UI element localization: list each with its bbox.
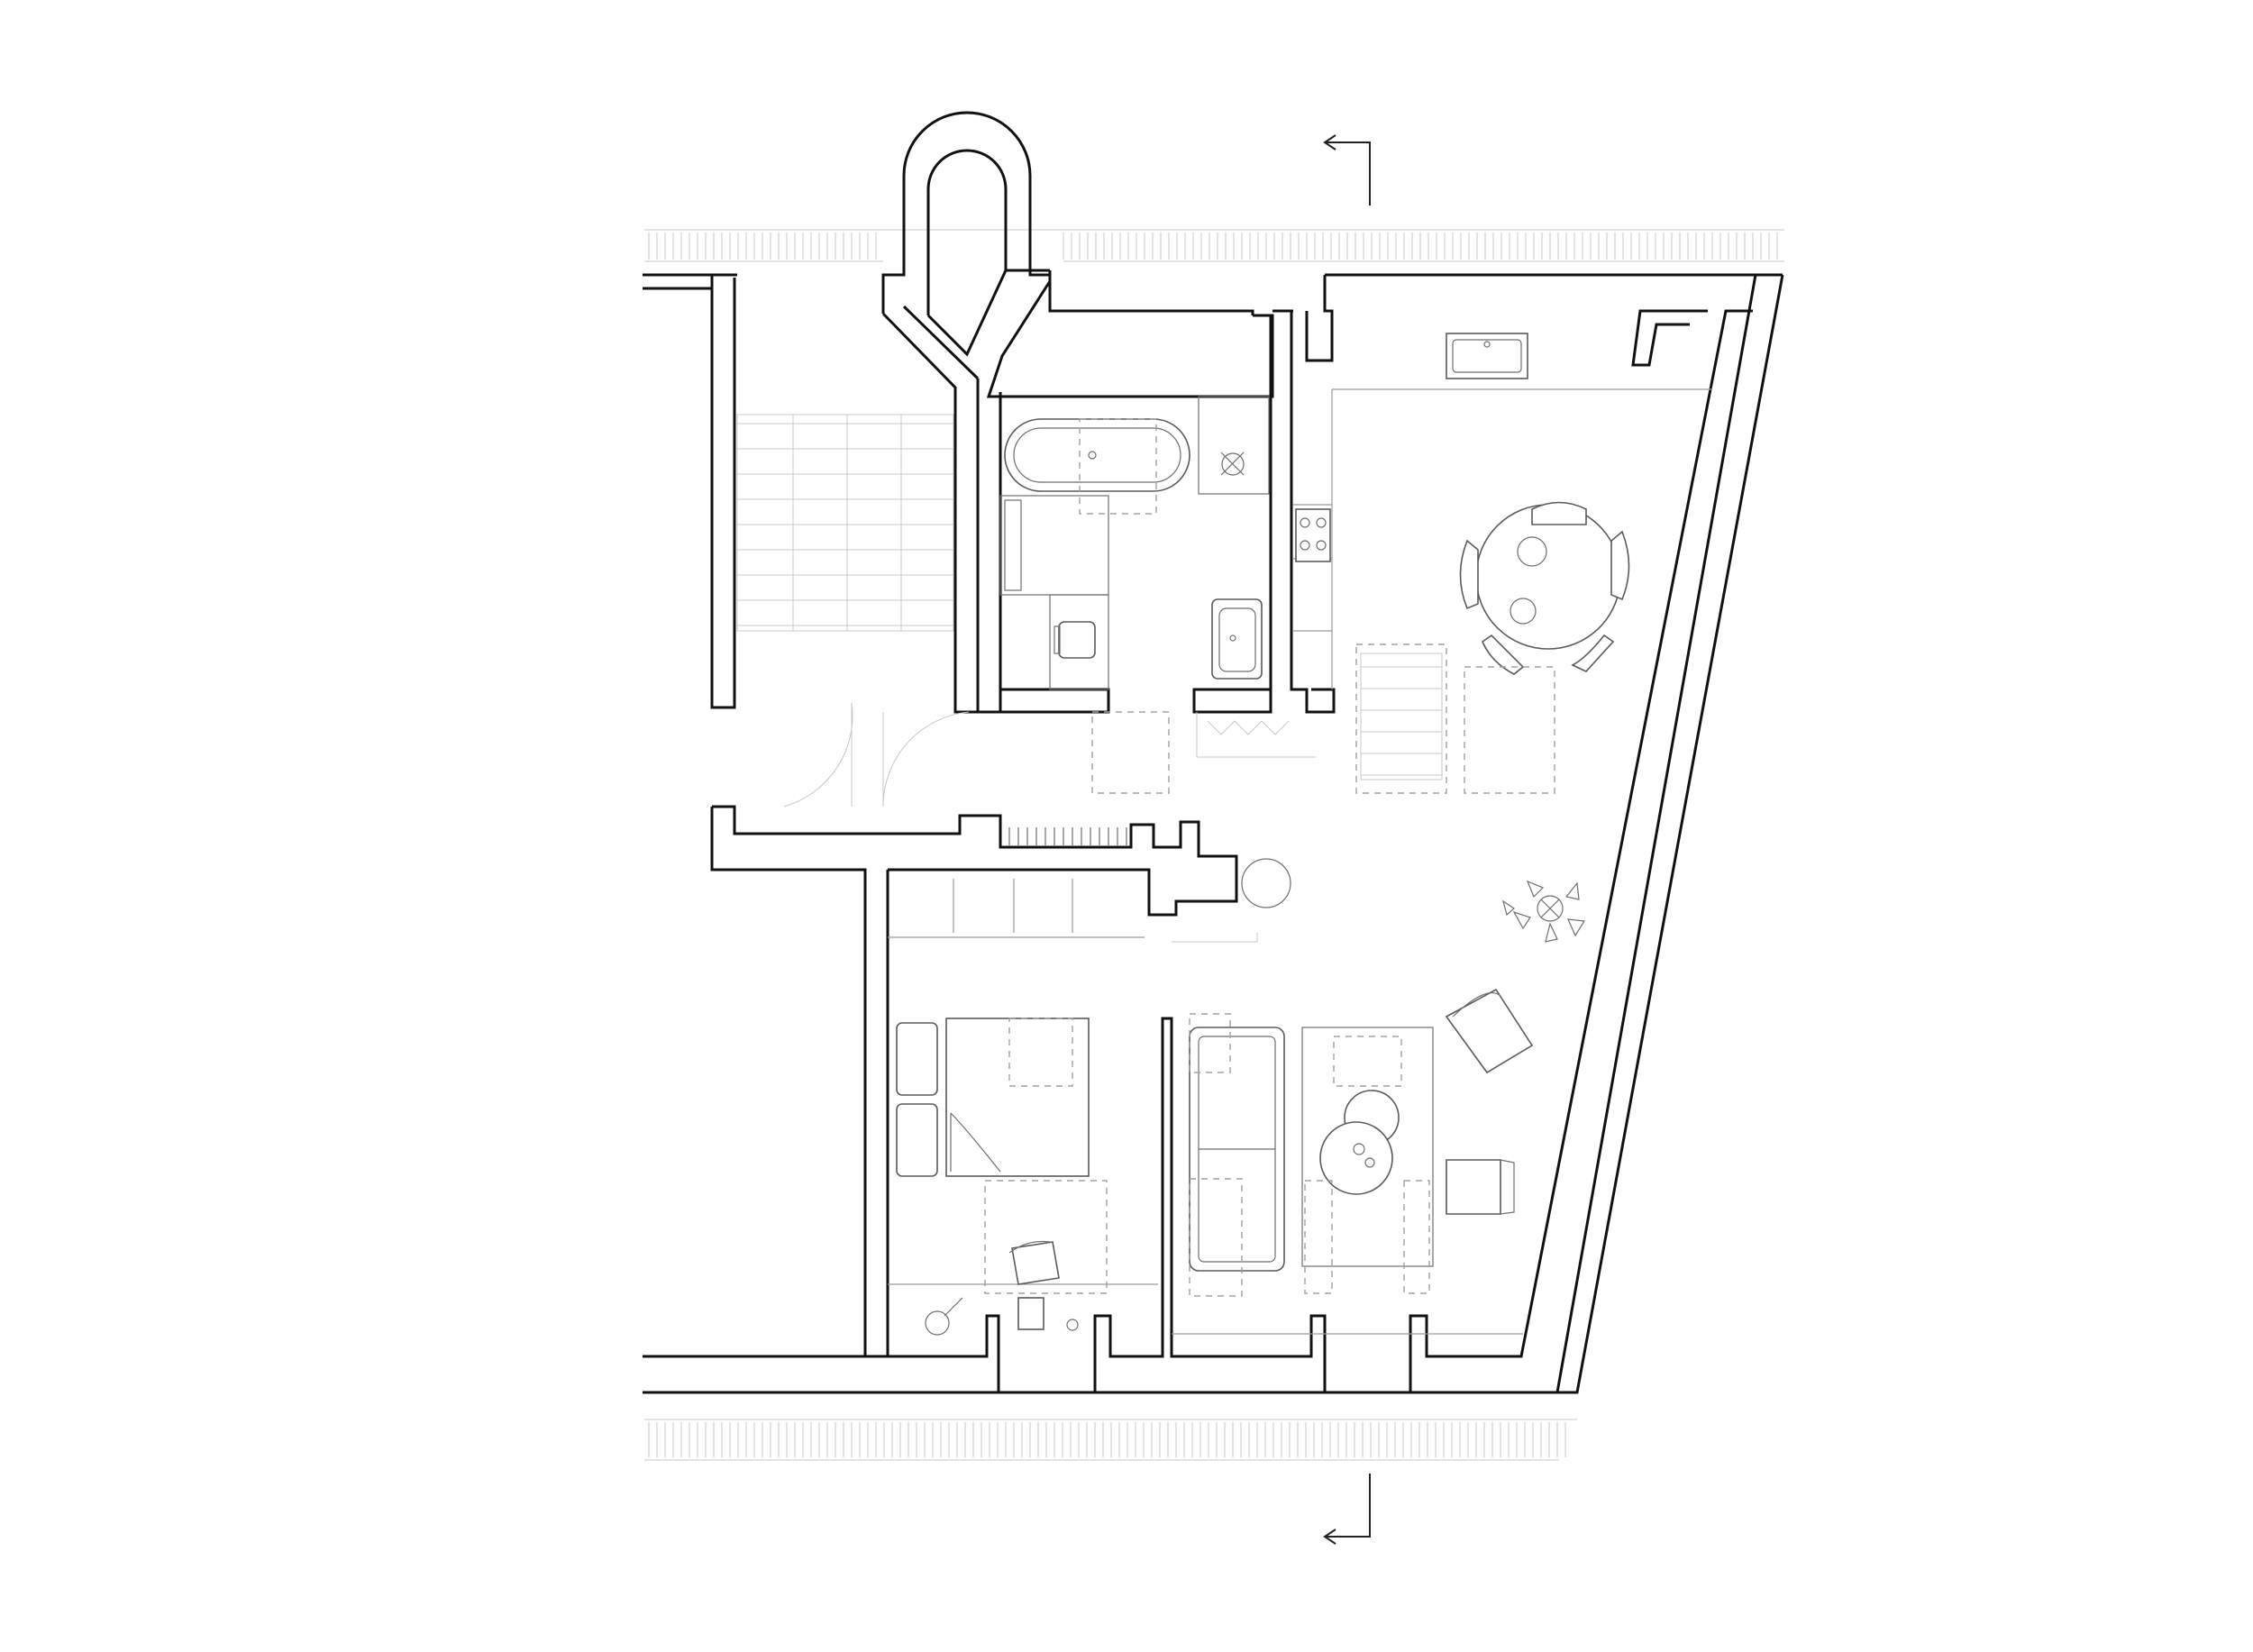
stairwell — [736, 414, 954, 632]
armchair-icon — [1446, 1159, 1515, 1215]
section-marker-top — [1323, 134, 1371, 205]
sofa-icon — [1189, 1027, 1285, 1272]
living-room — [1172, 880, 1586, 1335]
nightstand-icon — [896, 1103, 938, 1177]
plant-icon — [1502, 880, 1586, 943]
bedroom — [888, 879, 1158, 1336]
kitchen-dining — [1196, 333, 1712, 794]
washing-machine-icon — [1220, 452, 1245, 476]
rug-icon — [1301, 1027, 1434, 1267]
sink-icon — [1211, 598, 1263, 680]
lamp-icon — [1241, 858, 1291, 908]
coffee-table-icon — [1319, 1090, 1400, 1195]
chair-icon — [1011, 1241, 1060, 1285]
nightstand-icon — [896, 1022, 938, 1096]
stove-icon — [1295, 508, 1331, 562]
armchair-icon — [1445, 988, 1534, 1074]
side-table-icon — [1017, 1297, 1044, 1330]
kitchen-sink-icon — [1446, 333, 1528, 379]
guitar-icon — [925, 1310, 950, 1336]
context-lines — [644, 229, 1784, 1461]
section-marker-bottom — [1323, 1474, 1371, 1545]
bed-icon — [945, 1018, 1090, 1177]
dining-table-icon — [1459, 501, 1630, 675]
entry-hall — [783, 702, 1291, 943]
bathroom — [999, 396, 1270, 690]
toilet-icon — [1054, 621, 1096, 659]
